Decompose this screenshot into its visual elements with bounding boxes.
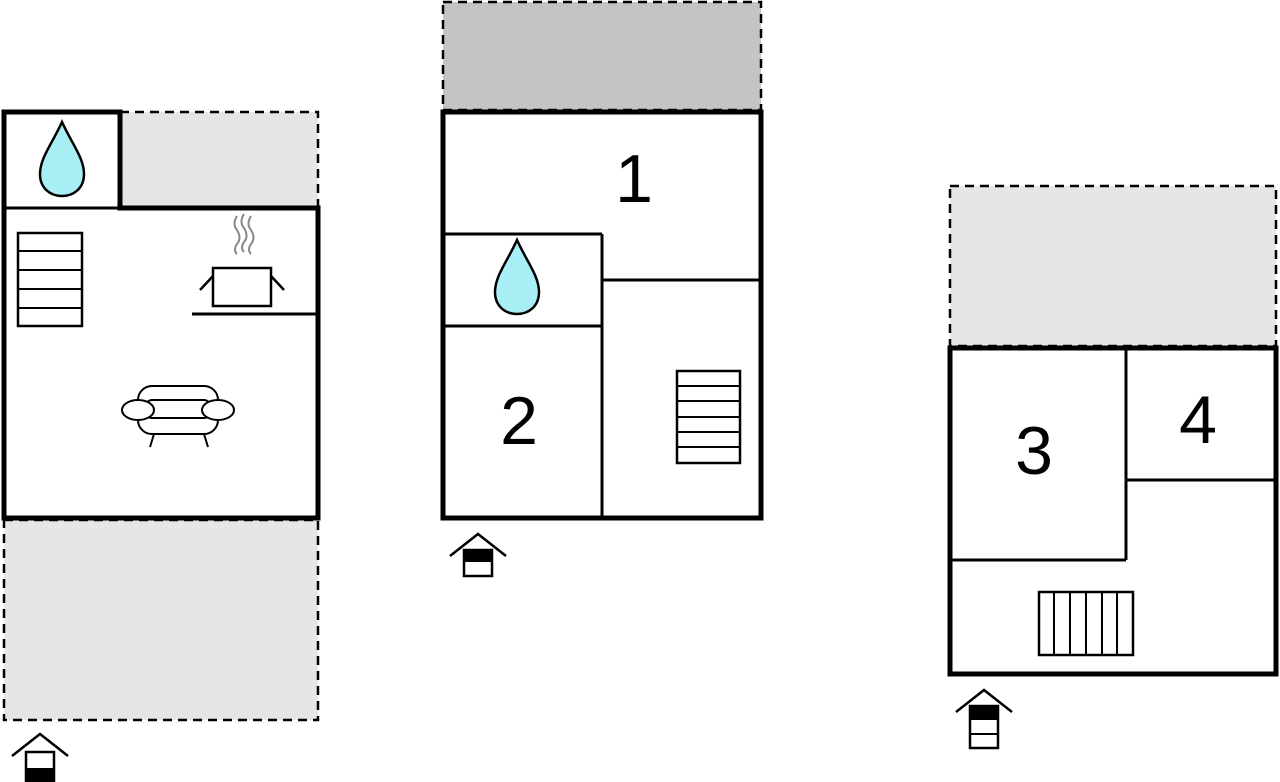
room-number-2: 2 xyxy=(500,383,538,459)
first-floor: 1 2 xyxy=(440,0,764,578)
second-floor: 3 4 xyxy=(947,184,1279,750)
sofa-icon xyxy=(121,385,235,448)
room-number-3: 3 xyxy=(1015,413,1053,489)
staircase-icon xyxy=(675,369,742,465)
entrance-icon xyxy=(449,532,507,578)
entrance-icon xyxy=(11,732,69,782)
staircase-icon xyxy=(1037,590,1135,657)
second-floor-walls xyxy=(947,345,1279,677)
balcony-top xyxy=(441,0,763,112)
room-number-4: 4 xyxy=(1179,382,1217,458)
ground-floor-walls xyxy=(1,109,321,521)
water-drop-icon xyxy=(38,120,86,198)
terrace-top xyxy=(118,110,320,210)
room-number-1: 1 xyxy=(615,141,653,217)
terrace-bottom xyxy=(2,518,320,722)
ground-floor xyxy=(1,109,321,782)
water-drop-icon xyxy=(493,238,541,316)
kitchen-pot-icon xyxy=(199,213,285,308)
terrace-top xyxy=(948,184,1278,348)
entrance-icon xyxy=(955,688,1013,750)
staircase-icon xyxy=(16,231,84,328)
